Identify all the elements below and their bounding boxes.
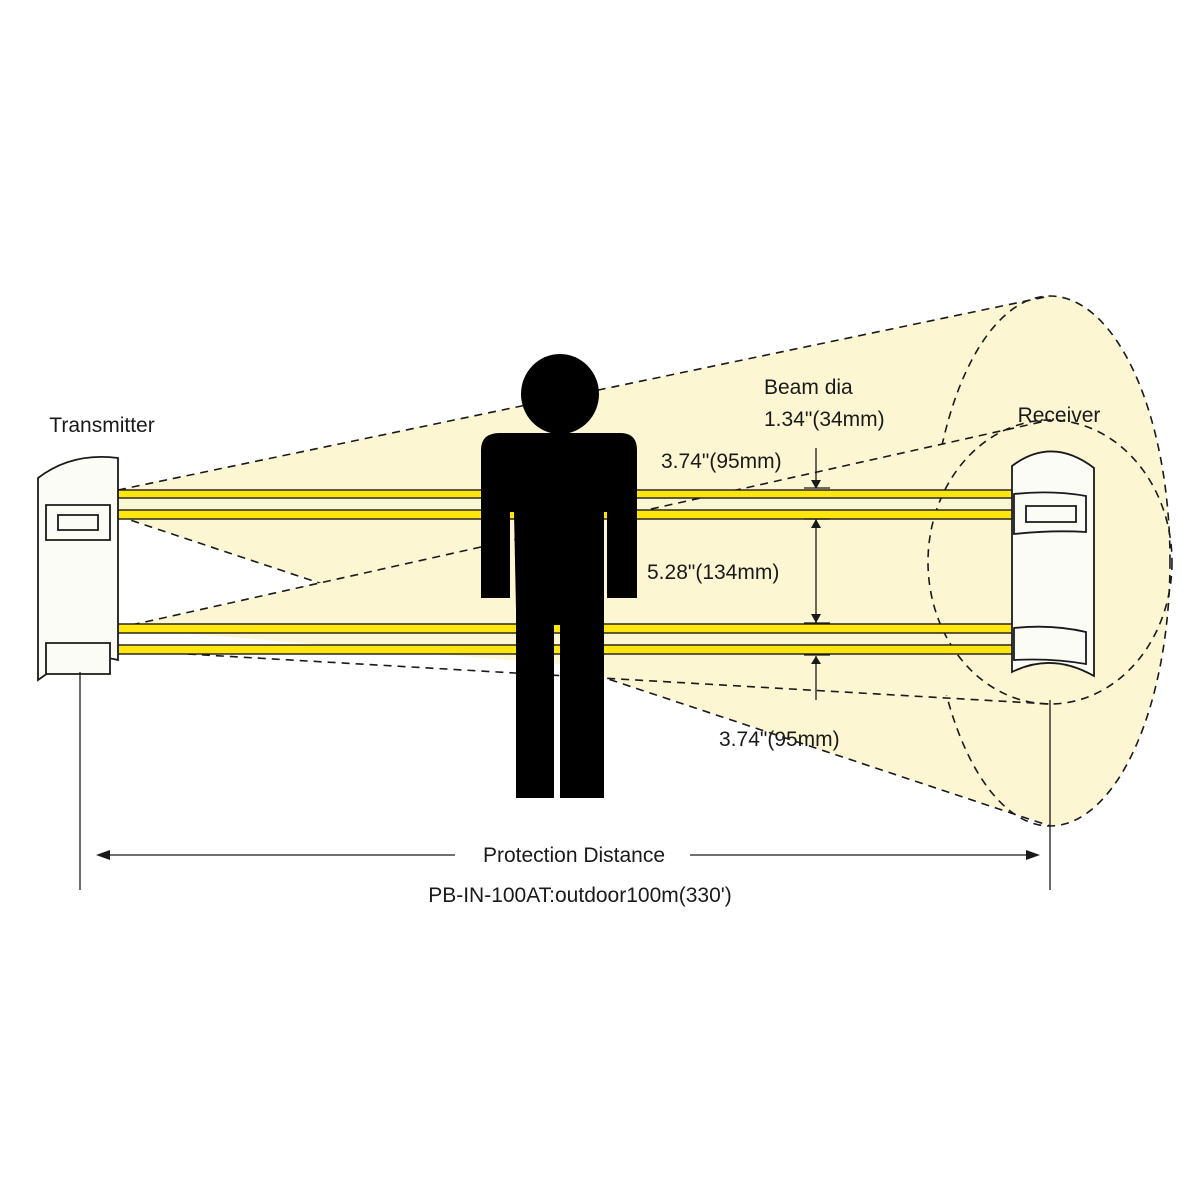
protection-distance-dimension	[79, 672, 1051, 890]
receiver-label: Receiver	[1018, 404, 1101, 427]
transmitter-device	[37, 455, 119, 682]
spacing-bottom-label: 3.74"(95mm)	[719, 728, 840, 751]
beam-spacing-dimensions	[804, 448, 830, 700]
receiver-device	[1011, 450, 1095, 678]
model-spec-label: PB-IN-100AT:outdoor100m(330')	[428, 884, 732, 907]
spacing-middle-label: 5.28"(134mm)	[647, 561, 779, 584]
transmitter-label: Transmitter	[49, 414, 154, 437]
beam-dia-title: Beam dia	[764, 376, 853, 399]
spacing-top-label: 3.74"(95mm)	[661, 450, 782, 473]
protection-distance-label: Protection Distance	[483, 844, 665, 867]
person-silhouette	[481, 354, 637, 798]
beam-dia-value: 1.34"(34mm)	[764, 408, 885, 431]
